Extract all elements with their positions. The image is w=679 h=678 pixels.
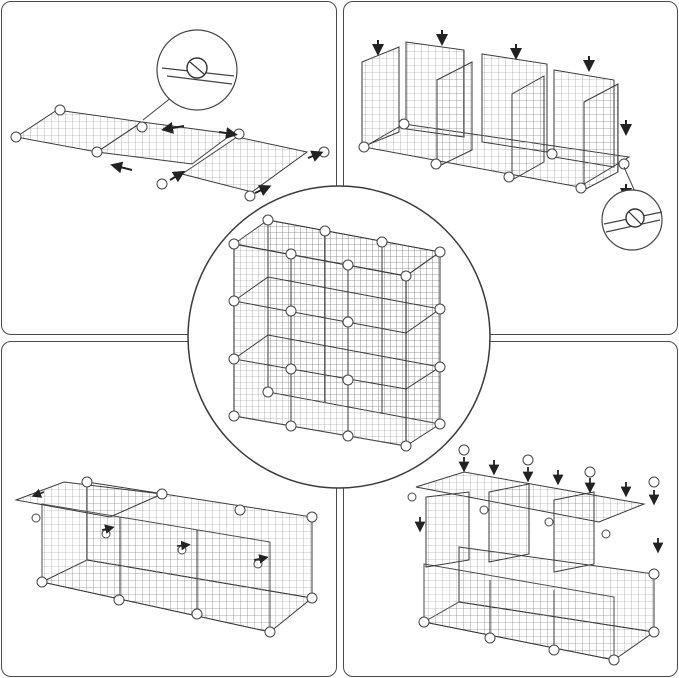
- connector-icon: [484, 632, 496, 644]
- connector-icon: [306, 511, 318, 523]
- connector-icon: [503, 171, 515, 183]
- connector-icon: [342, 316, 354, 328]
- connector-icon: [342, 374, 354, 386]
- connector-icon: [434, 303, 446, 315]
- magnifier-callout-icon: [601, 166, 663, 251]
- step-4-panel: [343, 341, 678, 677]
- connector-icon: [430, 158, 442, 170]
- connector-icon: [544, 517, 554, 527]
- connector-icon: [342, 259, 354, 271]
- connector-icon: [342, 430, 354, 442]
- connector-icon: [54, 104, 66, 116]
- connector-icon: [458, 444, 470, 456]
- connector-icon: [418, 616, 430, 628]
- divider-panel: [436, 61, 473, 168]
- finished-product-circle: [186, 184, 492, 490]
- connector-icon: [584, 466, 596, 478]
- finished-cube-storage: [187, 185, 491, 489]
- connector-icon: [358, 141, 370, 153]
- connector-icon: [601, 529, 611, 539]
- arrow-icon: [307, 150, 324, 162]
- step-4-illustration: [407, 444, 664, 666]
- connector-icon: [285, 363, 297, 375]
- connector-icon: [228, 353, 240, 365]
- connector-icon: [648, 568, 660, 580]
- connector-icon: [618, 158, 630, 170]
- connector-icon: [253, 559, 263, 569]
- connector-icon: [191, 608, 203, 620]
- connector-icon: [10, 131, 22, 143]
- connector-icon: [81, 476, 93, 488]
- divider-panel: [583, 83, 619, 191]
- connector-icon: [285, 420, 297, 432]
- side-panel: [361, 46, 400, 148]
- connector-icon: [262, 386, 274, 398]
- connector-icon: [306, 592, 318, 604]
- connector-icon: [285, 305, 297, 317]
- connector-icon: [398, 118, 410, 130]
- connector-icon: [648, 476, 660, 488]
- arrow-icon: [176, 540, 191, 551]
- step-1-panel: [1, 1, 337, 335]
- connector-icon: [400, 270, 412, 282]
- connector-icon: [31, 513, 41, 523]
- connector-icon: [36, 576, 48, 588]
- connector-icon: [434, 246, 446, 258]
- connector-icon: [400, 440, 412, 452]
- connector-icon: [318, 146, 330, 158]
- magnifier-callout-icon: [142, 29, 238, 121]
- arrow-icon: [218, 127, 238, 140]
- arrow-icon: [101, 524, 115, 534]
- connector-icon: [91, 146, 103, 158]
- connector-icon: [156, 488, 168, 500]
- connector-icon: [608, 654, 620, 666]
- arrow-icon: [253, 554, 269, 564]
- connector-icon: [228, 410, 240, 422]
- connector-icon: [648, 626, 660, 638]
- connector-icon: [228, 238, 240, 250]
- connector-icon: [228, 295, 240, 307]
- step-3-illustration: [14, 476, 318, 638]
- connector-icon: [479, 505, 489, 515]
- grid-panel: [180, 136, 309, 193]
- connector-icon: [156, 178, 168, 190]
- arrow-icon: [169, 170, 186, 183]
- connector-icon: [407, 492, 417, 502]
- connector-icon: [264, 626, 276, 638]
- connector-icon: [434, 361, 446, 373]
- connector-icon: [244, 190, 256, 202]
- connector-icon: [136, 121, 148, 133]
- step-2-illustration: [358, 30, 663, 251]
- connector-icon: [233, 128, 245, 140]
- connector-icon: [177, 545, 187, 555]
- arrow-icon: [161, 122, 185, 134]
- arrow-icon: [31, 488, 45, 498]
- arrow-icon: [254, 185, 272, 196]
- connector-icon: [101, 529, 111, 539]
- connector-icon: [376, 236, 388, 248]
- connector-icon: [285, 248, 297, 260]
- connector-icon: [575, 182, 587, 194]
- connector-icon: [319, 225, 331, 237]
- connector-icon: [262, 214, 274, 226]
- connector-icon: [548, 644, 560, 656]
- arrow-icon: [110, 161, 133, 174]
- step-2-panel: [343, 1, 678, 335]
- step-1-illustration: [10, 29, 330, 202]
- divider-panel: [511, 75, 545, 181]
- connector-icon: [546, 148, 558, 160]
- connector-icon: [113, 594, 125, 606]
- connector-icon: [434, 418, 446, 430]
- connector-icon: [234, 504, 246, 516]
- connector-icon: [522, 454, 534, 466]
